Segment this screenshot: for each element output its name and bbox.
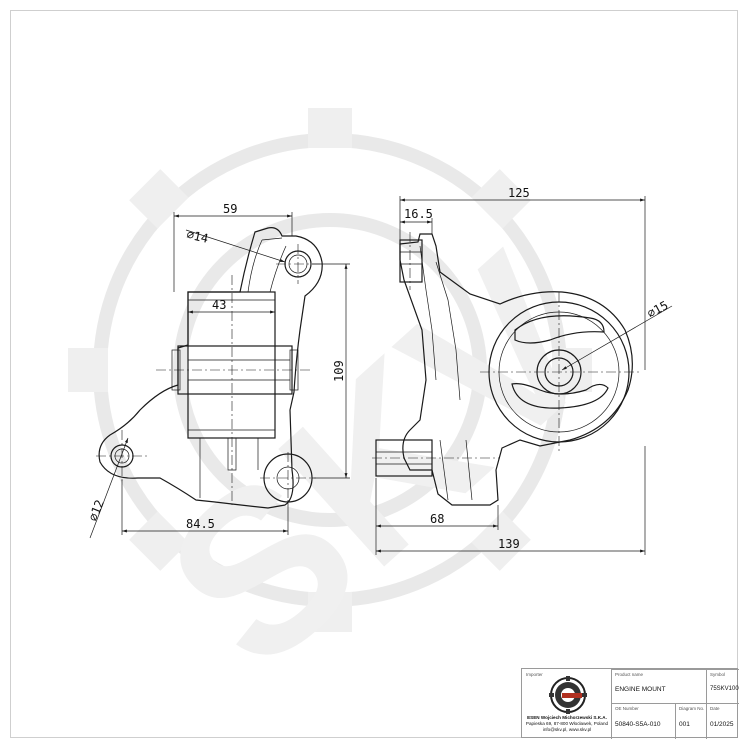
symbol-cell: Symbol 75SKV100 <box>706 669 739 703</box>
dim-width-mid-right: 68 <box>430 512 444 526</box>
dim-width-top-right: 125 <box>508 186 530 200</box>
company-info: ESEN Wojciech Michorzewski S.K.A. Papies… <box>524 715 610 733</box>
date-label: Date <box>710 706 720 711</box>
oe-number-label: OE Number <box>615 706 639 711</box>
dim-width-top-left: 59 <box>223 202 237 216</box>
dim-bushing-width: 43 <box>212 298 226 312</box>
oe-number-cell: OE Number 50840-S5A-010 <box>611 703 675 739</box>
diagram-no-value: 001 <box>679 721 690 728</box>
right-view <box>372 196 673 555</box>
watermark-gear: SKV <box>68 108 643 716</box>
date-cell: Date 01/2025 <box>706 703 739 739</box>
symbol-label: Symbol <box>710 672 726 677</box>
company-name: ESEN Wojciech Michorzewski S.K.A. <box>527 715 607 720</box>
diagram-no-cell: Diagram No. 001 <box>675 703 706 739</box>
company-address: Papieska 69, 87-800 Włocławek, Poland <box>525 721 609 726</box>
date-value: 01/2025 <box>710 721 734 728</box>
company-contact: info@skv.pl, www.skv.pl <box>542 727 592 732</box>
dim-hole-top-left: ⌀14 <box>185 227 209 246</box>
product-name-label: Product name <box>615 672 644 677</box>
oe-number-value: 50840-S5A-010 <box>615 721 661 728</box>
diagram-no-label: Diagram No. <box>679 706 705 711</box>
title-block: Importer ESEN Wojciech Michorzewski S.K.… <box>521 668 739 739</box>
importer-label: Importer <box>526 672 543 677</box>
product-name-value: ENGINE MOUNT <box>615 686 666 693</box>
symbol-value: 75SKV100 <box>710 686 739 692</box>
dim-offset: 16.5 <box>404 207 433 221</box>
product-name-cell: Product name ENGINE MOUNT <box>611 669 706 703</box>
dim-hole-right: ⌀15 <box>645 298 671 321</box>
dim-width-bottom-right: 139 <box>498 537 520 551</box>
dim-height: 109 <box>332 360 346 382</box>
svg-text:SKV: SKV <box>120 208 643 715</box>
left-view <box>89 212 350 539</box>
dim-width-bottom-left: 84.5 <box>186 517 215 531</box>
drawing-frame <box>10 10 738 738</box>
skv-gear-logo-icon <box>549 676 587 714</box>
